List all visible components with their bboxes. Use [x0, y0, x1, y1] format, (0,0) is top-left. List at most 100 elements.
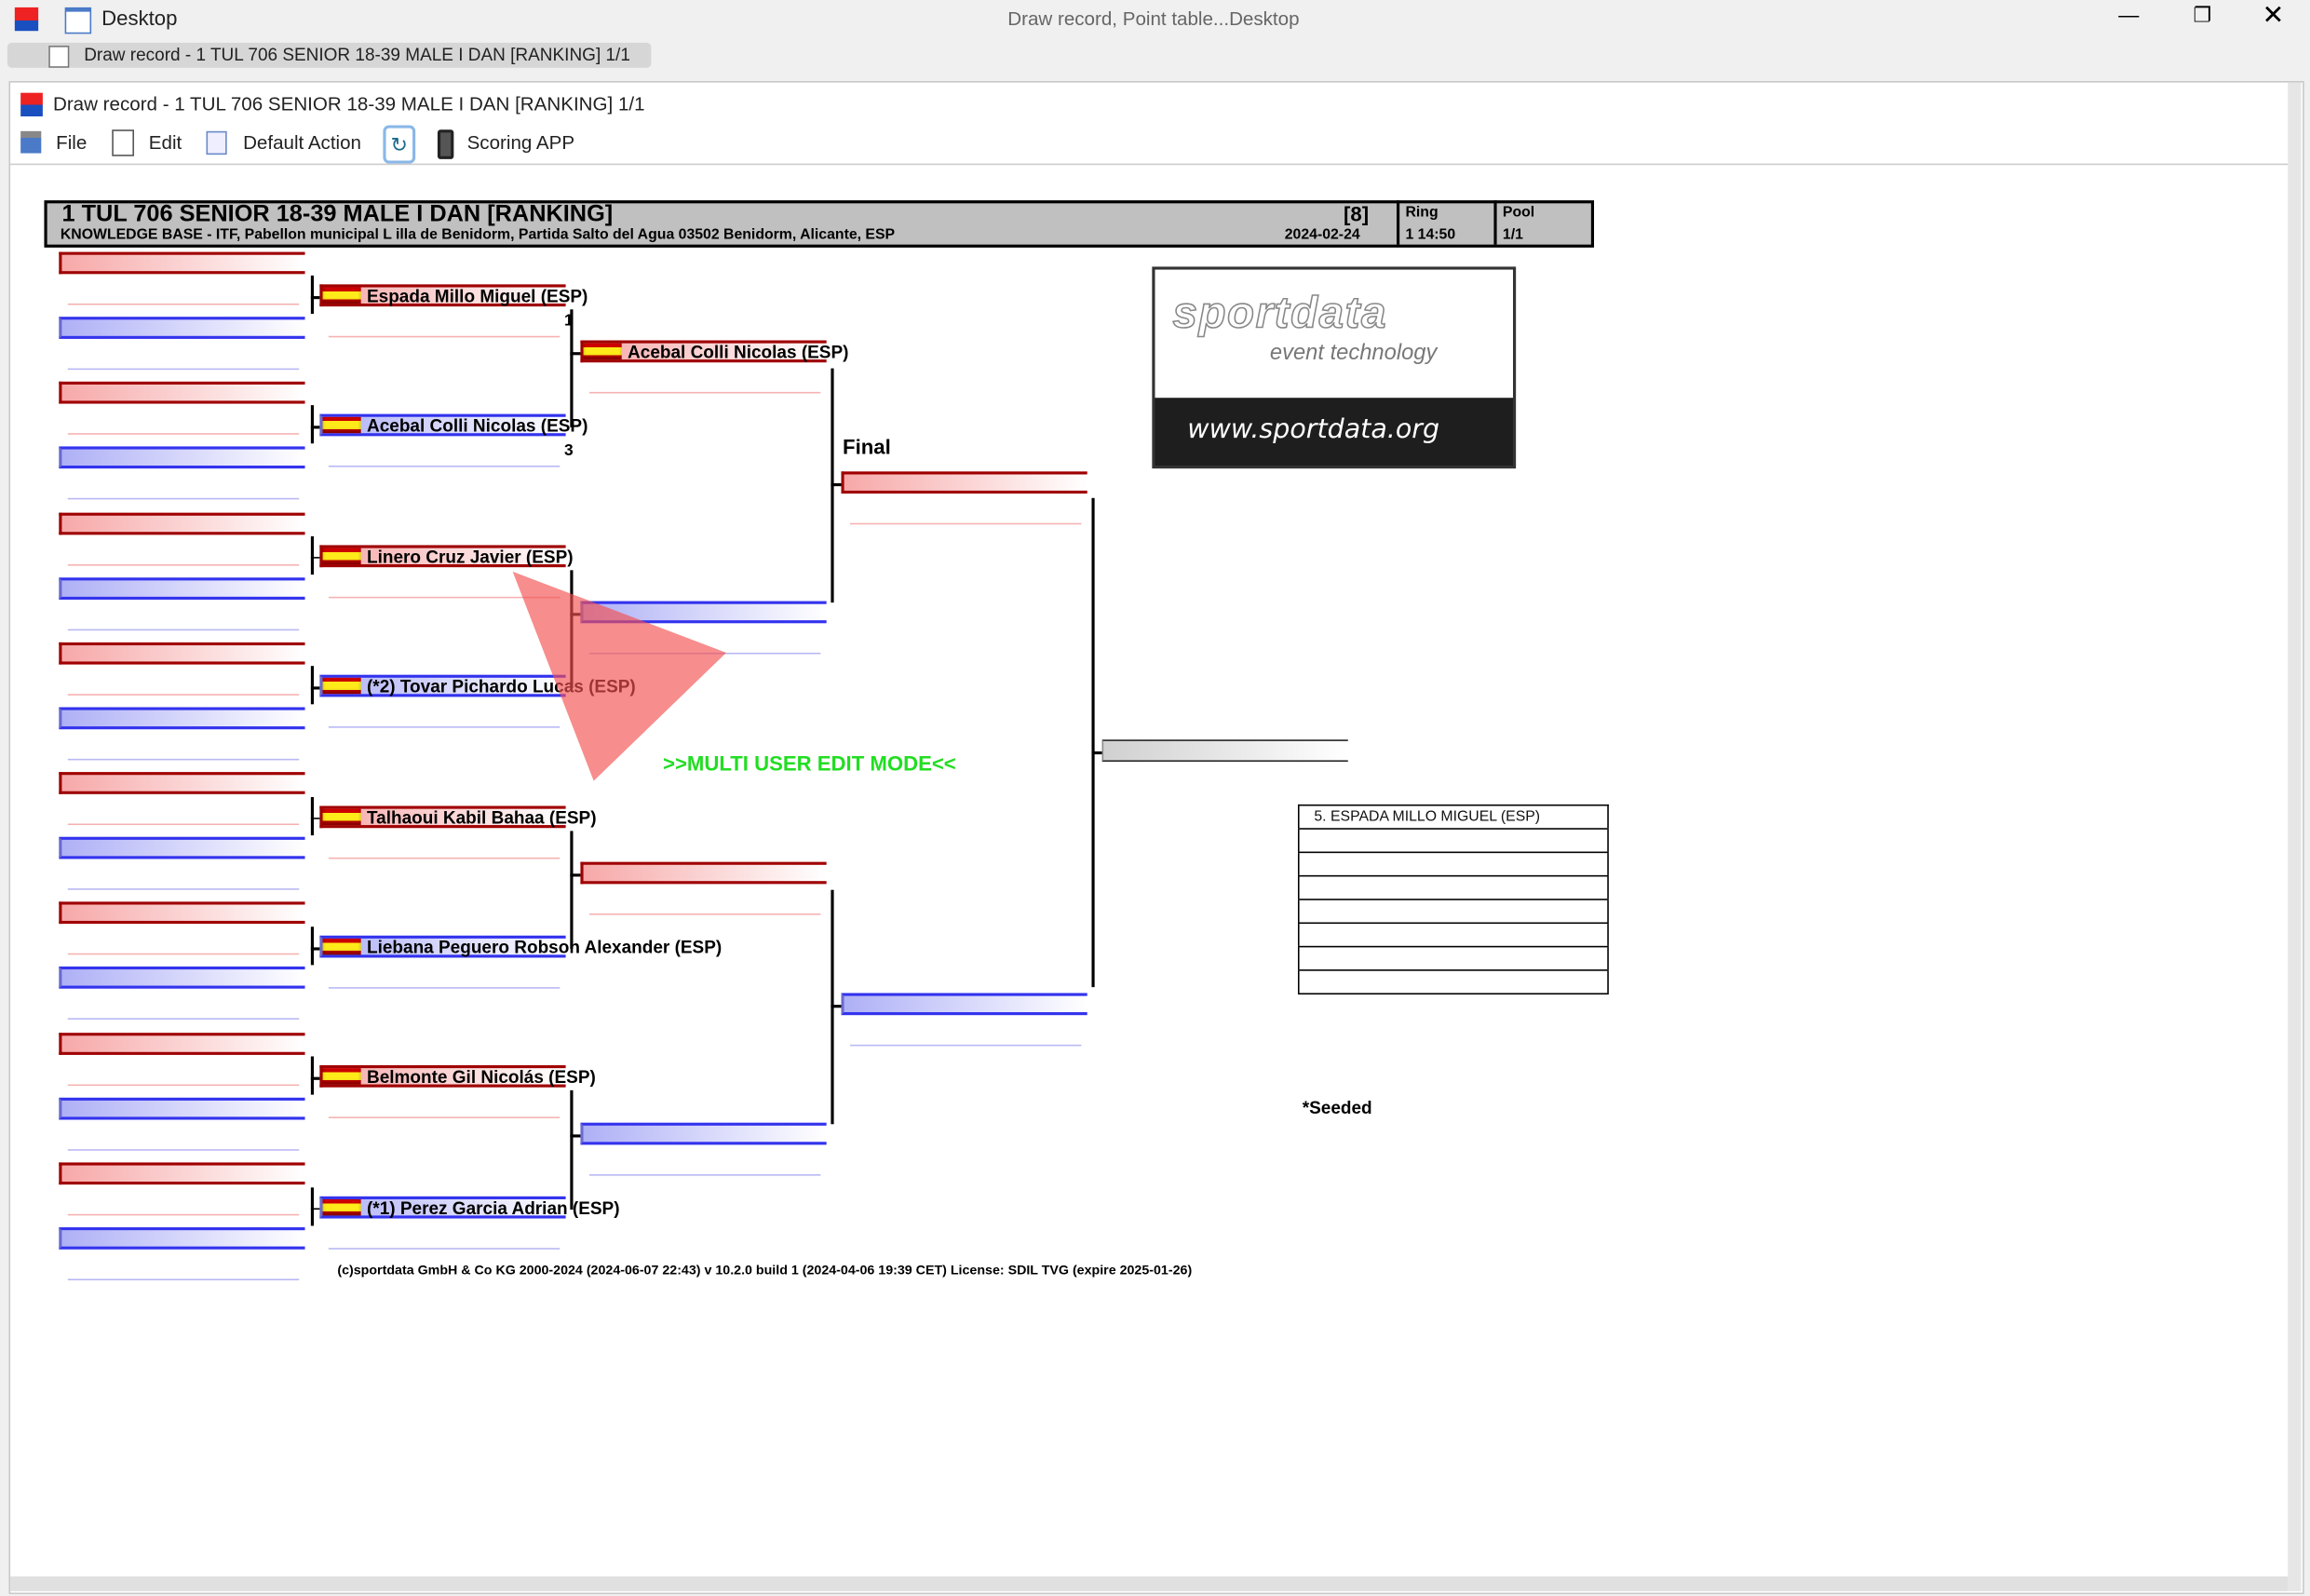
results-row	[1298, 969, 1609, 995]
folder-icon	[20, 130, 42, 154]
competitor-name: Linero Cruz Javier (ESP)	[366, 546, 574, 567]
score-line	[67, 433, 300, 436]
sportdata-logo: sportdata event technology www.sportdata…	[1152, 266, 1517, 469]
default-action-label: Default Action	[243, 130, 362, 154]
round2-slot[interactable]: Liebana Peguero Robson Alexander (ESP)	[319, 935, 722, 958]
round3-slot[interactable]: Acebal Colli Nicolas (ESP)	[580, 340, 848, 363]
round2-slot[interactable]: Talhaoui Kabil Bahaa (ESP)	[319, 805, 597, 828]
score-line	[67, 1148, 300, 1151]
spain-flag-icon	[583, 343, 622, 360]
round2-slot[interactable]: (*2) Tovar Pichardo Lucas (ESP)	[319, 674, 636, 697]
connector	[310, 405, 314, 444]
logo-url: www.sportdata.org	[1187, 413, 1440, 445]
connector	[570, 1134, 581, 1137]
connector	[570, 352, 581, 355]
score-line	[588, 391, 821, 394]
match-score: 1	[564, 312, 574, 331]
edit-pencil-icon	[112, 129, 134, 156]
results-cell	[1298, 852, 1609, 877]
connector	[310, 926, 314, 966]
minimize-button[interactable]: —	[2118, 3, 2140, 27]
round2-slot[interactable]: Espada Millo Miguel (ESP)	[319, 284, 588, 307]
final-slot[interactable]	[841, 993, 1087, 1016]
connector	[570, 1090, 573, 1210]
round1-slot[interactable]	[59, 511, 305, 534]
score-line	[67, 1278, 300, 1280]
score-line	[67, 303, 300, 305]
round2-slot[interactable]: Acebal Colli Nicolas (ESP)	[319, 414, 588, 437]
round2-slot[interactable]: (*1) Perez Garcia Adrian (ESP)	[319, 1196, 620, 1219]
round1-slot[interactable]	[59, 576, 305, 600]
round1-slot[interactable]	[59, 642, 305, 665]
score-line	[67, 954, 300, 955]
round1-slot[interactable]	[59, 251, 305, 275]
winner-slot[interactable]	[1101, 739, 1348, 763]
connector	[310, 817, 320, 819]
multi-user-edit-mode: >>MULTI USER EDIT MODE<<	[663, 751, 956, 776]
app-logo-icon	[20, 92, 43, 116]
round1-slot[interactable]	[59, 317, 305, 340]
round3-slot[interactable]	[580, 601, 827, 624]
score-line	[67, 1083, 300, 1086]
round1-slot[interactable]	[59, 901, 305, 925]
round1-slot[interactable]	[59, 1226, 305, 1250]
results-table: 5. ESPADA MILLO MIGUEL (ESP)	[1297, 804, 1609, 995]
round1-slot[interactable]	[59, 707, 305, 730]
event-date: 2024-02-24	[1284, 226, 1360, 244]
vertical-scrollbar[interactable]	[2288, 82, 2302, 1591]
final-label: Final	[843, 434, 891, 459]
competitor-name: Talhaoui Kabil Bahaa (ESP)	[366, 806, 597, 828]
results-row	[1298, 852, 1609, 877]
match-score: 3	[564, 441, 574, 460]
desktop-label: Desktop	[101, 6, 178, 30]
round1-slot[interactable]	[59, 382, 305, 404]
ring-value: 1 14:50	[1405, 226, 1456, 244]
tab-draw-record[interactable]: Draw record - 1 TUL 706 SENIOR 18-39 MAL…	[7, 42, 652, 68]
round1-slot[interactable]	[59, 1162, 305, 1184]
spain-flag-icon	[322, 1198, 361, 1216]
event-venue: KNOWLEDGE BASE - ITF, Pabellon municipal…	[60, 226, 896, 244]
tab-label: Draw record - 1 TUL 706 SENIOR 18-39 MAL…	[84, 44, 630, 65]
edit-document-icon	[48, 46, 70, 68]
seeded-note: *Seeded	[1302, 1097, 1372, 1118]
spain-flag-icon	[322, 938, 361, 955]
round1-slot[interactable]	[59, 447, 305, 469]
results-cell	[1298, 923, 1609, 948]
competitor-count: [8]	[1344, 201, 1370, 226]
round1-slot[interactable]	[59, 1032, 305, 1055]
results-row	[1298, 923, 1609, 948]
score-line	[328, 1247, 561, 1250]
connector	[831, 482, 842, 486]
round1-slot[interactable]	[59, 772, 305, 794]
scoring-app-menu[interactable]: Scoring APP	[435, 128, 582, 159]
scoring-app-label: Scoring APP	[466, 130, 575, 154]
connector	[310, 796, 314, 835]
default-action-icon	[206, 130, 227, 156]
results-cell: 5. ESPADA MILLO MIGUEL (ESP)	[1298, 805, 1609, 830]
connector	[310, 426, 320, 429]
final-slot[interactable]	[841, 471, 1087, 494]
score-line	[1111, 791, 1342, 793]
ring-label: Ring	[1405, 204, 1439, 222]
round3-slot[interactable]	[580, 861, 827, 885]
round1-slot[interactable]	[59, 967, 305, 990]
connector	[310, 275, 314, 315]
round1-slot[interactable]	[59, 1097, 305, 1120]
refresh-button[interactable]: ↻	[383, 125, 416, 164]
default-action-menu[interactable]: Default Action	[206, 128, 376, 158]
connector	[831, 1005, 842, 1008]
score-line	[67, 1213, 300, 1216]
round1-slot[interactable]	[59, 836, 305, 859]
score-line	[849, 522, 1082, 525]
round2-slot[interactable]: Belmonte Gil Nicolás (ESP)	[319, 1065, 596, 1089]
results-cell	[1298, 829, 1609, 854]
horizontal-scrollbar[interactable]	[10, 1576, 2289, 1591]
score-line	[328, 466, 561, 468]
round2-slot[interactable]: Linero Cruz Javier (ESP)	[319, 545, 574, 567]
logo-tagline: event technology	[1269, 340, 1438, 366]
close-button[interactable]: ✕	[2262, 0, 2285, 30]
restore-button[interactable]: ❐	[2193, 3, 2212, 27]
connector	[310, 666, 314, 705]
round3-slot[interactable]	[580, 1122, 827, 1145]
results-row	[1298, 899, 1609, 925]
